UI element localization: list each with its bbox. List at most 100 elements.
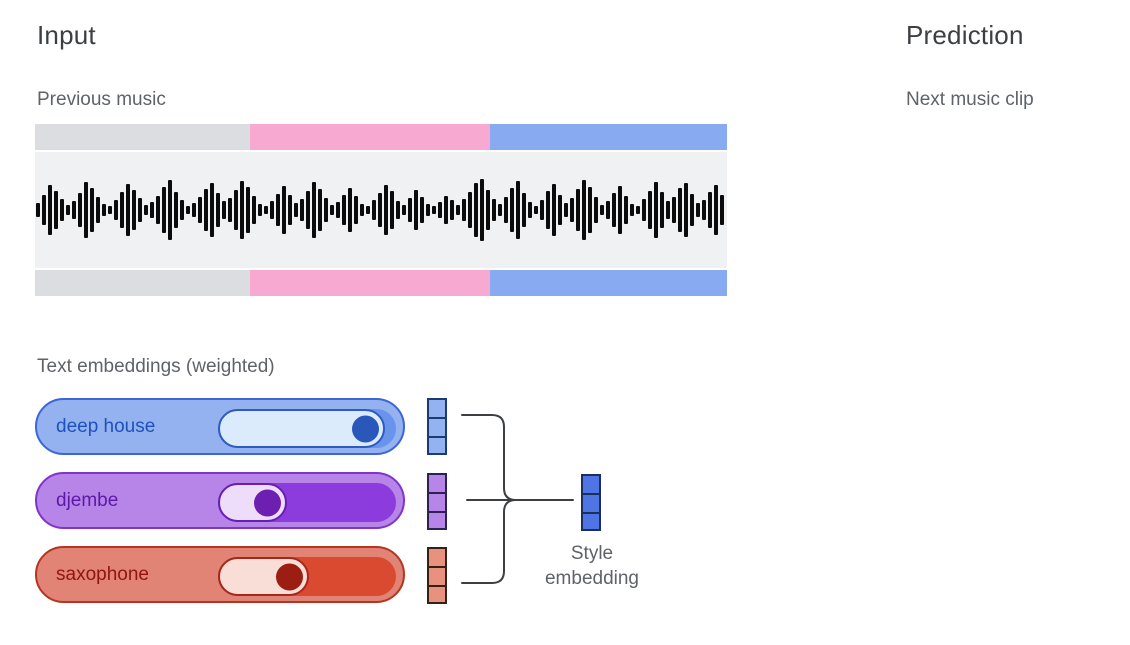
waveform-bar [594,197,598,223]
slider-knob-deep-house[interactable] [352,415,380,442]
waveform-bar [132,190,136,230]
waveform-bar [48,185,52,235]
waveform-bar [624,196,628,224]
slider-knob-saxophone[interactable] [275,563,303,590]
style-embedding-stack [581,474,601,531]
waveform-bar [582,180,586,240]
stack-cell-divider [429,492,445,494]
waveform-bar [144,205,148,215]
weight-slider-saxophone[interactable]: saxophone [35,546,405,603]
waveform-bar [354,196,358,224]
waveform-bar [276,194,280,226]
waveform-bar [246,187,250,233]
waveform-bar [216,193,220,227]
waveform-bar [462,199,466,221]
waveform-bar [558,195,562,225]
style-embedding-label-line1: Style [570,543,614,564]
waveform-bar [450,200,454,220]
stack-cell-divider [429,566,445,568]
waveform-bar [408,198,412,222]
waveform-bar [642,199,646,221]
waveform-bar [42,195,46,225]
waveform-bar [270,201,274,219]
audio-waveform [35,152,727,268]
band-segment-blue-context [490,270,727,296]
next-music-clip-label: Next music clip [906,89,1034,110]
slider-label-deep-house: deep house [56,415,156,437]
stack-cell-divider [583,512,599,514]
waveform-bar [414,190,418,230]
waveform-bar [222,201,226,219]
waveform-bar [438,202,442,218]
waveform-bar [432,206,436,214]
waveform-bar [318,189,322,231]
prediction-section-title: Prediction [906,20,1024,50]
slider-fill [218,409,386,448]
waveform-bar [324,198,328,222]
waveform-bar [186,206,190,214]
waveform-bar [66,205,70,215]
slider-fill [218,557,309,596]
waveform-bar [138,198,142,222]
waveform-bar [300,199,304,221]
weight-slider-deep-house[interactable]: deep house [35,398,405,455]
waveform-bar [36,203,40,217]
waveform-bar [672,197,676,223]
context-band-top [35,124,727,150]
waveform-bar [282,186,286,234]
waveform-bar [378,193,382,227]
waveform-bar [630,204,634,216]
embedding-stack-saxophone [427,547,447,604]
waveform-bar [54,191,58,229]
slider-track-djembe[interactable] [218,483,396,522]
waveform-bar [180,200,184,220]
waveform-bar [720,195,724,225]
waveform-bar [264,206,268,214]
waveform-bar [108,206,112,214]
stack-cell-divider [429,511,445,513]
input-section-title: Input [37,20,96,50]
waveform-bar [606,201,610,219]
waveform-bar [468,192,472,228]
waveform-bar [564,203,568,217]
waveform-bar [588,187,592,233]
waveform-bar [72,201,76,219]
waveform-bar [600,205,604,215]
text-embeddings-label: Text embeddings (weighted) [37,356,275,377]
waveform-bar [306,191,310,229]
waveform-bar [114,200,118,220]
waveform-bar [342,195,346,225]
waveform-bar [96,197,100,223]
waveform-bar [198,197,202,223]
waveform-bar [120,192,124,228]
slider-knob-djembe[interactable] [254,489,282,516]
waveform-bar [552,184,556,236]
waveform-bar [396,201,400,219]
waveform-bar [612,193,616,227]
waveform-bar [498,204,502,216]
slider-track-saxophone[interactable] [218,557,396,596]
waveform-bar [366,206,370,214]
waveform-bar [348,188,352,232]
waveform-bar [426,204,430,216]
waveform-bar [540,200,544,220]
waveform-bar [126,184,130,236]
waveform-bar [660,192,664,228]
embedding-stack-djembe [427,473,447,530]
band-segment-gray-context [35,270,250,296]
waveform-bar [522,193,526,227]
waveform-bar [486,190,490,230]
waveform-bar [690,194,694,226]
slider-track-deep-house[interactable] [218,409,396,448]
waveform-bar [480,179,484,241]
waveform-bar [390,191,394,229]
waveform-bar [492,199,496,221]
weight-slider-djembe[interactable]: djembe [35,472,405,529]
waveform-bar [312,182,316,238]
waveform-bar [90,188,94,232]
waveform-bar [384,185,388,235]
waveform-bar [258,204,262,216]
waveform-bar [546,191,550,229]
waveform-bar [702,200,706,220]
